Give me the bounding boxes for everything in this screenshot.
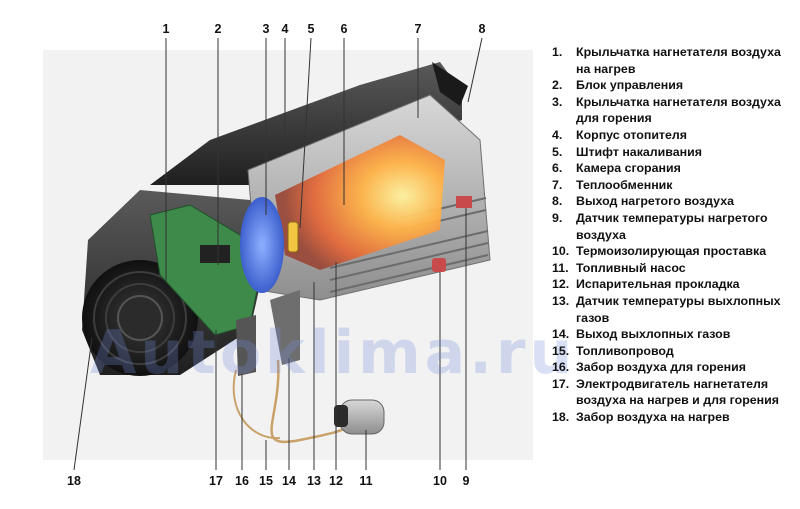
- legend-item: 15.Топливопровод: [552, 343, 674, 358]
- fan-hub: [117, 295, 163, 341]
- legend-item: 18.Забор воздуха на нагрев: [552, 410, 730, 425]
- callout-leaders: [73, 37, 483, 471]
- combustion-air-fan: [240, 197, 284, 293]
- combustion-chamber: [275, 135, 445, 270]
- legend-item: 10.Термоизолирующая проставка: [552, 244, 767, 259]
- thermal-spacer: [432, 258, 446, 272]
- fuel-pump: [334, 399, 385, 435]
- callout-5: 5: [307, 22, 315, 36]
- parts-legend: 1.Крыльчатка нагнетателя воздуха на нагр…: [552, 44, 792, 426]
- callout-11: 11: [359, 474, 373, 488]
- callout-18: 18: [67, 474, 81, 488]
- legend-item: 4.Корпус отопителя: [552, 127, 687, 142]
- glow-pin: [287, 221, 299, 253]
- hot-air-outlet: [432, 62, 468, 106]
- callout-10: 10: [433, 474, 447, 488]
- callout-3: 3: [262, 22, 270, 36]
- legend-item: 13.Датчик температуры выхлопных газов: [552, 293, 781, 325]
- legend-item: 6.Камера сгорания: [552, 161, 681, 176]
- intake-pipe: [236, 315, 256, 376]
- callout-9: 9: [462, 474, 470, 488]
- legend-item: 9.Датчик температуры нагретого воздуха: [552, 210, 768, 242]
- heated-air-sensor: [456, 196, 472, 208]
- legend-item: 1.Крыльчатка нагнетателя воздуха на нагр…: [552, 45, 781, 76]
- callout-8: 8: [478, 22, 486, 36]
- watermark: Autoklima.ru: [90, 318, 577, 388]
- callout-12: 12: [329, 474, 343, 488]
- exhaust-outlet: [270, 290, 300, 365]
- legend-item: 14.Выход выхлопных газов: [552, 327, 731, 342]
- legend-item: 11.Топливный насос: [552, 260, 686, 275]
- callout-6: 6: [340, 22, 348, 36]
- callout-15: 15: [259, 474, 273, 488]
- legend-item: 8.Выход нагретого воздуха: [552, 194, 734, 209]
- legend-item: 16.Забор воздуха для горения: [552, 360, 746, 375]
- callout-2: 2: [214, 22, 222, 36]
- fuel-line-2: [232, 369, 281, 440]
- callout-13: 13: [307, 474, 321, 488]
- callout-4: 4: [281, 22, 289, 36]
- board-chip: [200, 245, 230, 263]
- legend-item: 7.Теплообменник: [552, 177, 673, 192]
- fan-ribs: [93, 271, 187, 365]
- legend-item: 17.Электродвигатель нагнетателя воздуха …: [552, 376, 779, 408]
- callout-7: 7: [414, 22, 422, 36]
- callout-16: 16: [235, 474, 249, 488]
- callout-14: 14: [282, 474, 296, 488]
- legend-item: 12.Испарительная прокладка: [552, 277, 740, 292]
- legend-item: 3.Крыльчатка нагнетателя воздуха для гор…: [552, 94, 781, 126]
- callout-1: 1: [162, 22, 170, 36]
- legend-item: 2.Блок управления: [552, 78, 684, 93]
- legend-item: 5.Штифт накаливания: [552, 144, 702, 159]
- callout-17: 17: [209, 474, 223, 488]
